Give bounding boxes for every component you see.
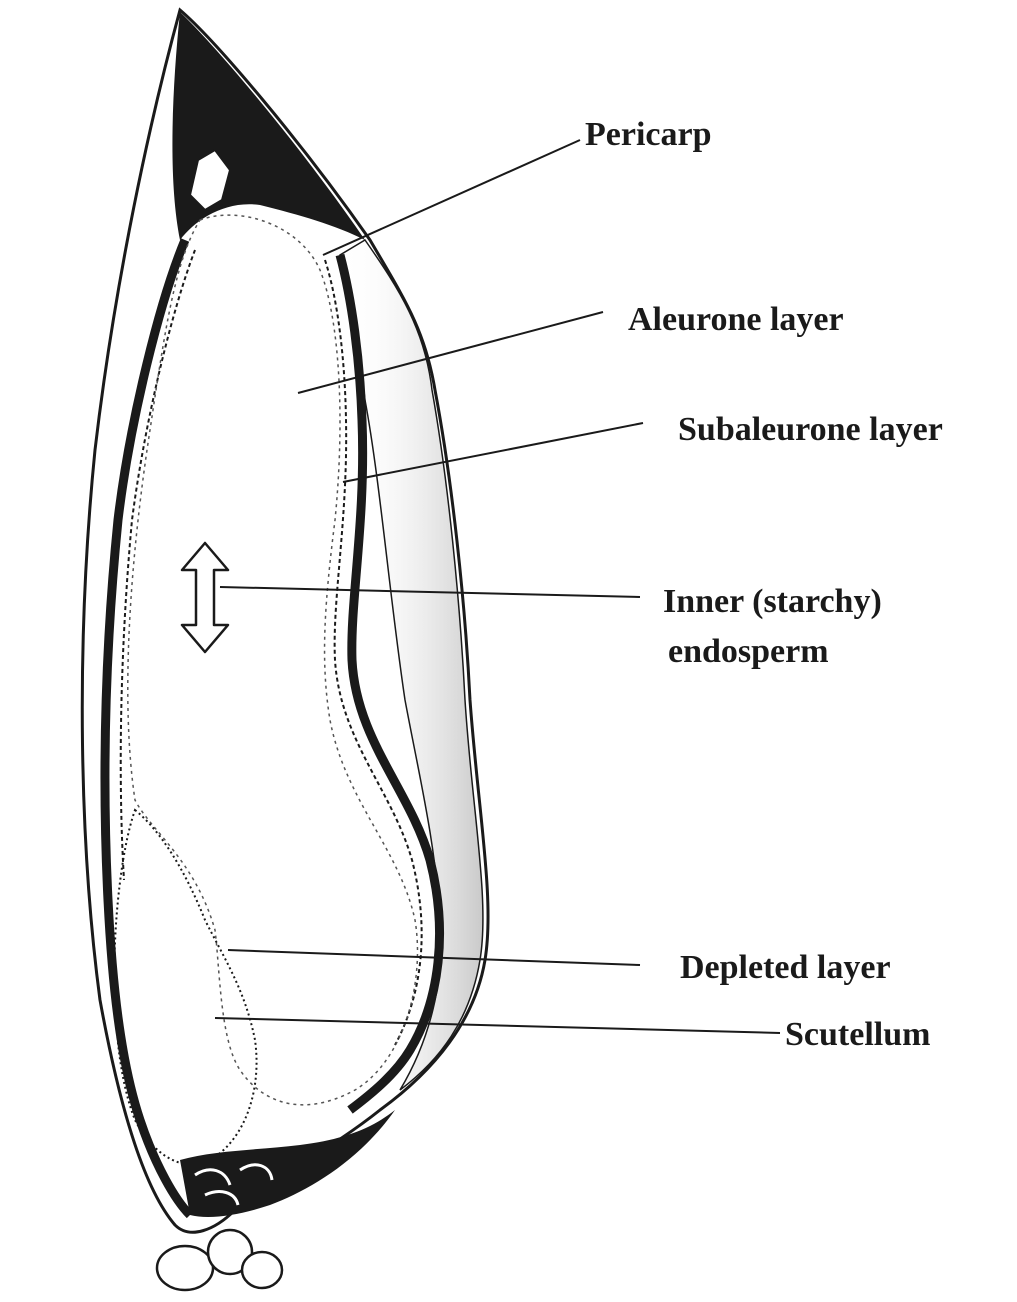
- base-blob-1: [157, 1246, 213, 1290]
- label-pericarp: Pericarp: [585, 116, 712, 153]
- label-inner-starchy: Inner (starchy): [663, 583, 882, 620]
- label-depleted-layer: Depleted layer: [680, 949, 891, 986]
- leader-pericarp: [323, 140, 580, 255]
- label-aleurone-layer: Aleurone layer: [628, 301, 844, 338]
- base-blob-3: [242, 1252, 282, 1288]
- label-endosperm: endosperm: [668, 633, 829, 670]
- label-subaleurone-layer: Subaleurone layer: [678, 411, 943, 448]
- label-scutellum: Scutellum: [785, 1016, 930, 1053]
